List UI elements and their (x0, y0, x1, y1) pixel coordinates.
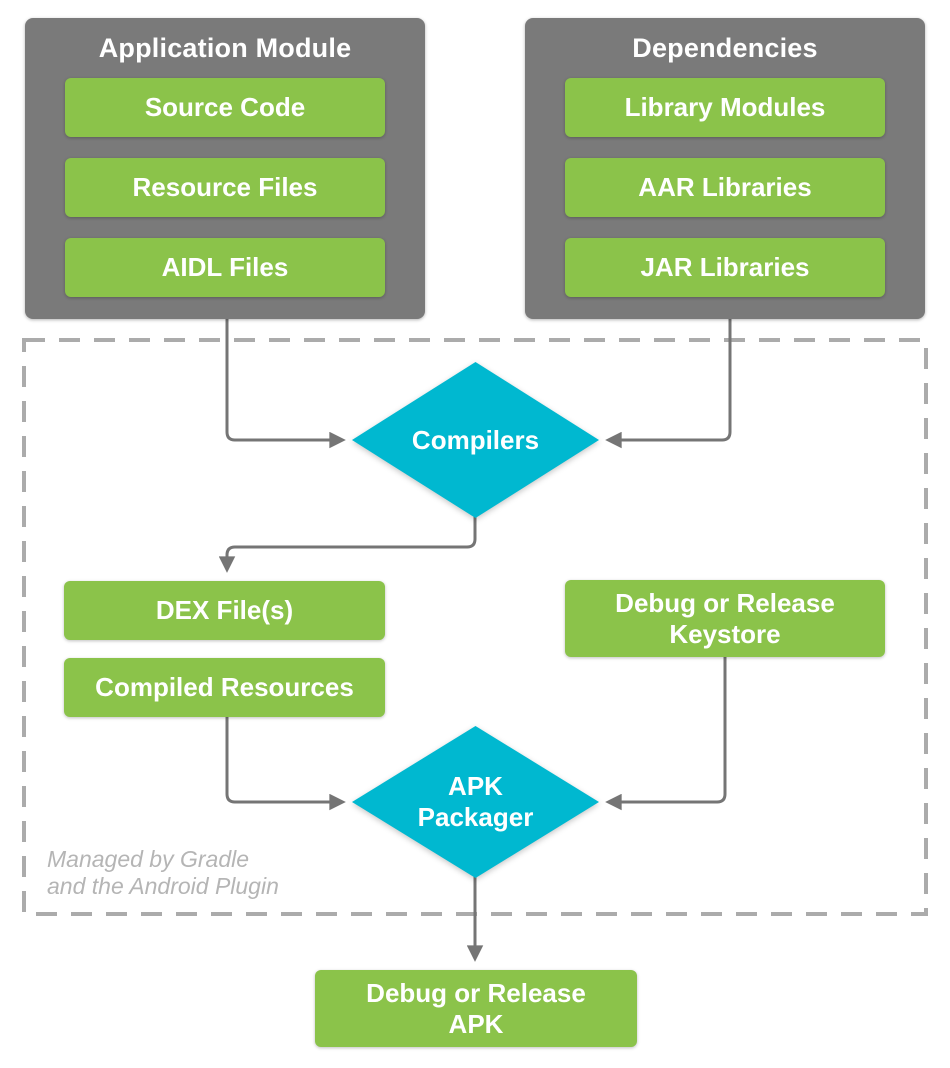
arrow-app-module-to-compilers (225, 318, 346, 449)
panel-dependencies: Dependencies Library Modules AAR Librari… (525, 18, 925, 319)
node-keystore-label-line2: Keystore (669, 618, 781, 649)
node-compiled-resources: Compiled Resources (64, 658, 385, 717)
gradle-note: Managed by Gradle and the Android Plugin (47, 846, 279, 900)
diamond-compilers-label: Compilers (411, 424, 540, 455)
gradle-note-line2: and the Android Plugin (47, 873, 279, 899)
node-jar-libraries: JAR Libraries (565, 238, 885, 297)
diamond-apk-packager-label-line2: Packager (417, 802, 534, 832)
arrow-resources-to-apk-packager (225, 716, 346, 811)
diamond-compilers: Compilers (352, 362, 599, 518)
gradle-note-line1: Managed by Gradle (47, 846, 250, 872)
node-dex-files-label: DEX File(s) (155, 595, 294, 625)
node-keystore-label-line1: Debug or Release (615, 587, 835, 618)
arrow-dependencies-to-compilers (605, 318, 732, 449)
panel-title-application-module: Application Module (98, 32, 352, 63)
node-compiled-resources-label: Compiled Resources (95, 672, 354, 702)
panel-title-dependencies: Dependencies (632, 32, 818, 63)
node-debug-release-apk-label-line2: APK (448, 1008, 504, 1039)
arrow-keystore-to-apk-packager (605, 656, 727, 811)
panel-application-module: Application Module Source Code Resource … (25, 18, 425, 319)
node-dex-files: DEX File(s) (64, 581, 385, 640)
arrow-compilers-to-dex (218, 516, 477, 573)
node-aidl-files: AIDL Files (65, 238, 385, 297)
node-aar-libraries: AAR Libraries (565, 158, 885, 217)
node-debug-release-apk: Debug or Release APK (315, 970, 637, 1047)
node-library-modules: Library Modules (565, 78, 885, 137)
diamond-apk-packager-label-line1: APK (448, 771, 503, 801)
node-resource-files: Resource Files (65, 158, 385, 217)
diamond-apk-packager: APK Packager (352, 726, 599, 878)
node-keystore: Debug or Release Keystore (565, 580, 885, 657)
node-debug-release-apk-label-line1: Debug or Release (366, 977, 586, 1008)
node-source-code: Source Code (65, 78, 385, 137)
